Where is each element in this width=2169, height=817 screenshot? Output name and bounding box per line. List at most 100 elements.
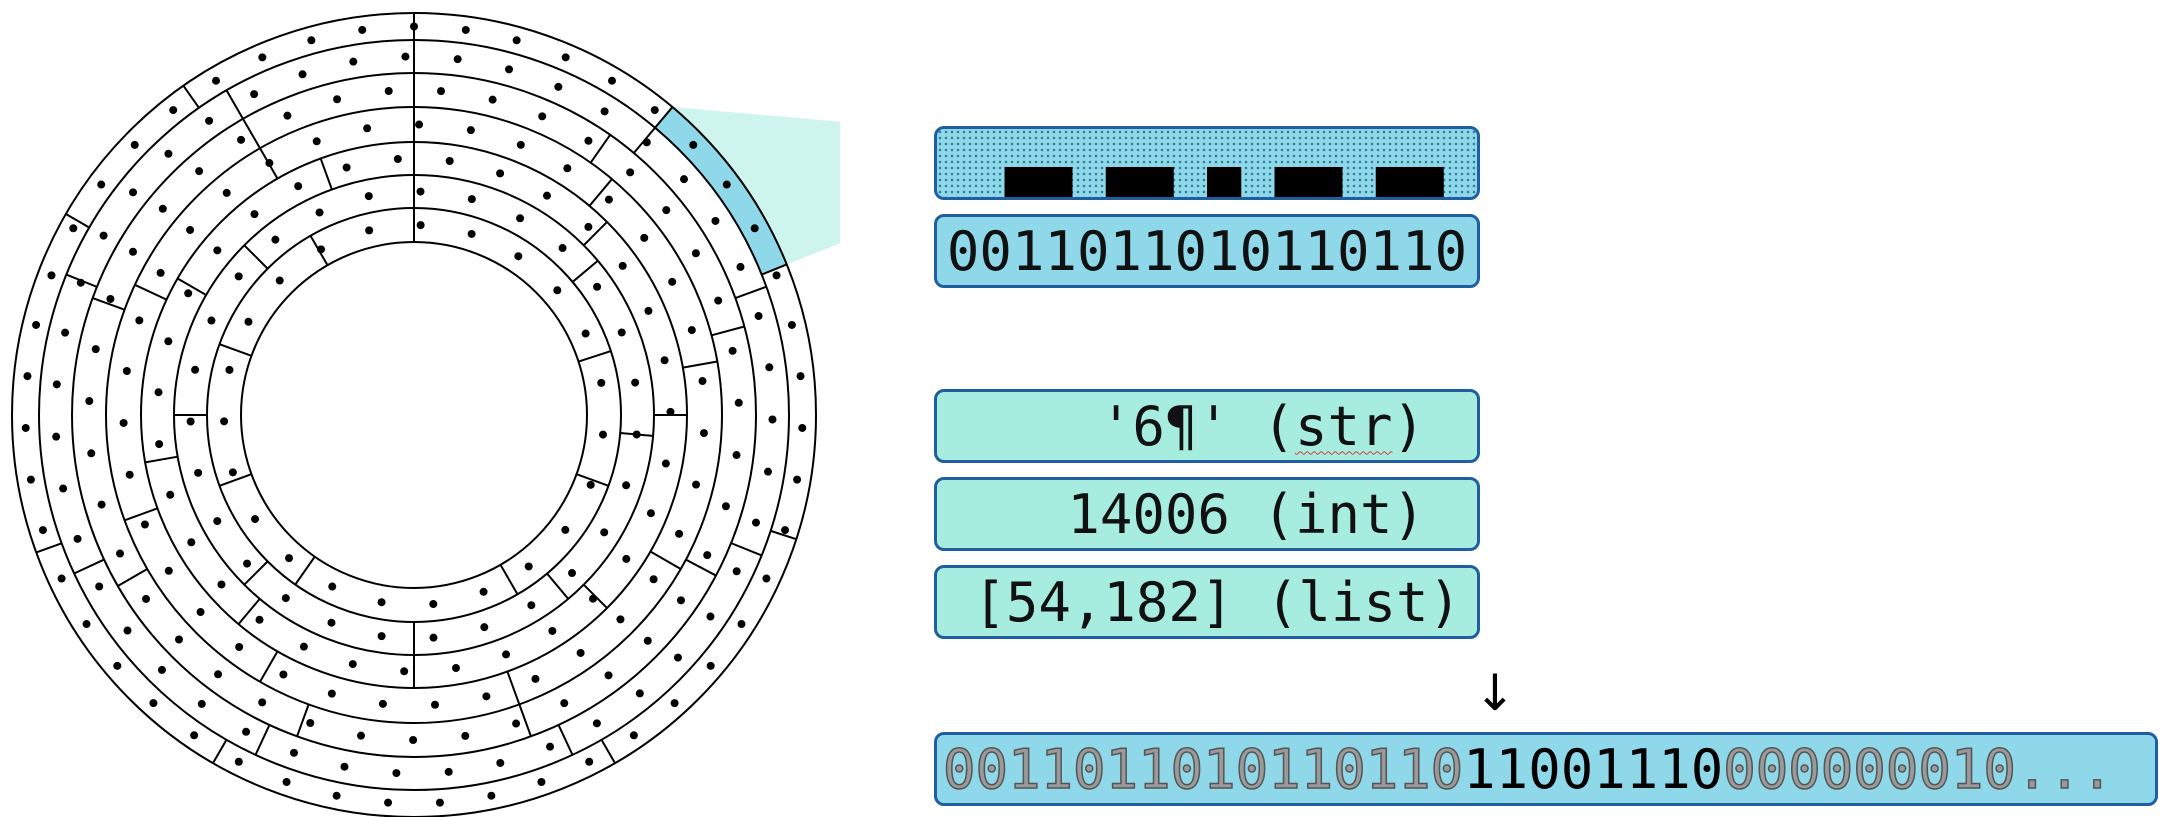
bit-dot <box>589 594 598 603</box>
bit-dot <box>516 140 525 149</box>
sector-boundary <box>685 558 717 577</box>
bit-dot <box>496 169 505 178</box>
bit-dot <box>38 526 47 535</box>
bit-dot <box>524 562 533 571</box>
bit-dot <box>670 699 679 708</box>
string-interpretation-box: '6¶' (str) <box>934 389 1480 463</box>
bit-dot <box>586 480 595 489</box>
bit-dot <box>461 731 470 740</box>
sector-boundary <box>237 598 261 625</box>
bit-dot <box>378 699 387 708</box>
bit-dot <box>61 328 70 337</box>
bit-dot <box>258 698 267 707</box>
bit-dot <box>95 582 104 591</box>
sector-boundary <box>518 704 532 737</box>
bit-dot <box>97 500 106 509</box>
bit-cell-one <box>1105 167 1140 197</box>
bit-dot <box>164 337 173 346</box>
bit-dot <box>453 55 462 64</box>
bit-dot <box>466 126 475 135</box>
bit-dot <box>768 415 777 424</box>
bit-dot <box>364 192 373 201</box>
bit-dot <box>123 626 132 635</box>
bit-dot <box>563 164 572 173</box>
bit-dot <box>106 294 115 303</box>
bit-dot <box>275 276 284 285</box>
bit-dot <box>444 767 453 776</box>
sector-boundary <box>134 283 168 301</box>
bit-dot <box>244 317 253 326</box>
bit-dot <box>734 398 743 407</box>
sector-boundary <box>144 455 178 464</box>
bit-dot <box>629 731 638 740</box>
bit-dot <box>706 661 715 670</box>
bit-dot <box>604 671 613 680</box>
bit-dot <box>514 252 523 261</box>
list-interpretation-box: [54,182] (list) <box>934 565 1480 639</box>
bit-dot <box>26 475 35 484</box>
bit-dot <box>392 769 401 778</box>
bit-dot <box>271 235 280 244</box>
bit-dot <box>445 156 454 165</box>
bit-dot <box>622 554 631 563</box>
bit-dot <box>512 719 521 728</box>
bit-dot <box>113 661 122 670</box>
bit-dot <box>158 204 167 213</box>
read-bits: 0011011010110110 <box>942 737 1464 802</box>
bit-dot <box>622 481 631 490</box>
bit-dot <box>512 36 521 45</box>
bit-dot <box>643 636 652 645</box>
bit-dot <box>186 225 195 234</box>
str-prefix: '6¶' ( <box>1099 394 1295 458</box>
bit-dot <box>228 468 237 477</box>
bit-dot <box>306 718 315 727</box>
bit-dot <box>561 525 570 534</box>
sector-boundary <box>506 671 521 705</box>
bit-dot <box>772 271 781 280</box>
bit-dot <box>546 742 555 751</box>
bit-dot <box>57 574 66 583</box>
bit-dot <box>234 272 243 281</box>
bit-dot <box>32 320 41 329</box>
bit-dot <box>487 791 496 800</box>
bit-dot <box>722 180 731 189</box>
bit-dot <box>349 57 358 66</box>
bit-dot <box>584 136 593 145</box>
bit-dot <box>149 699 158 708</box>
bit-dot <box>73 534 82 543</box>
bit-dot <box>164 566 173 575</box>
bit-dot <box>85 397 94 406</box>
sector-boundary <box>65 213 90 229</box>
bit-dot <box>461 25 470 34</box>
bit-dot <box>687 326 696 335</box>
bit-dot <box>781 526 790 535</box>
bit-dot <box>415 120 424 129</box>
sector-boundary <box>582 221 608 247</box>
bit-dot <box>537 778 546 787</box>
bit-dot <box>560 699 569 708</box>
bit-dot <box>213 246 222 255</box>
bit-dot <box>299 642 308 651</box>
bit-dot <box>312 137 321 146</box>
sector-boundary <box>242 118 261 149</box>
bit-cell-one <box>1207 167 1242 197</box>
sector-boundary <box>294 556 316 586</box>
bit-dot <box>129 188 138 197</box>
sector-boundary <box>576 473 609 487</box>
sector-boundary <box>212 739 228 764</box>
bit-dot <box>156 268 165 277</box>
sector-boundary <box>761 263 788 276</box>
bit-dot <box>250 210 259 219</box>
bit-dot <box>197 699 206 708</box>
bit-dot <box>282 778 291 787</box>
bit-dot <box>568 569 577 578</box>
bit-dot <box>673 653 682 662</box>
bit-dot <box>538 112 547 121</box>
bit-dot <box>333 95 342 104</box>
sector-boundary <box>117 568 148 587</box>
sector-boundary <box>225 89 244 120</box>
bit-dot <box>23 372 32 381</box>
bit-dot <box>384 86 393 95</box>
bit-dot <box>400 667 409 676</box>
bit-dot <box>600 107 609 116</box>
